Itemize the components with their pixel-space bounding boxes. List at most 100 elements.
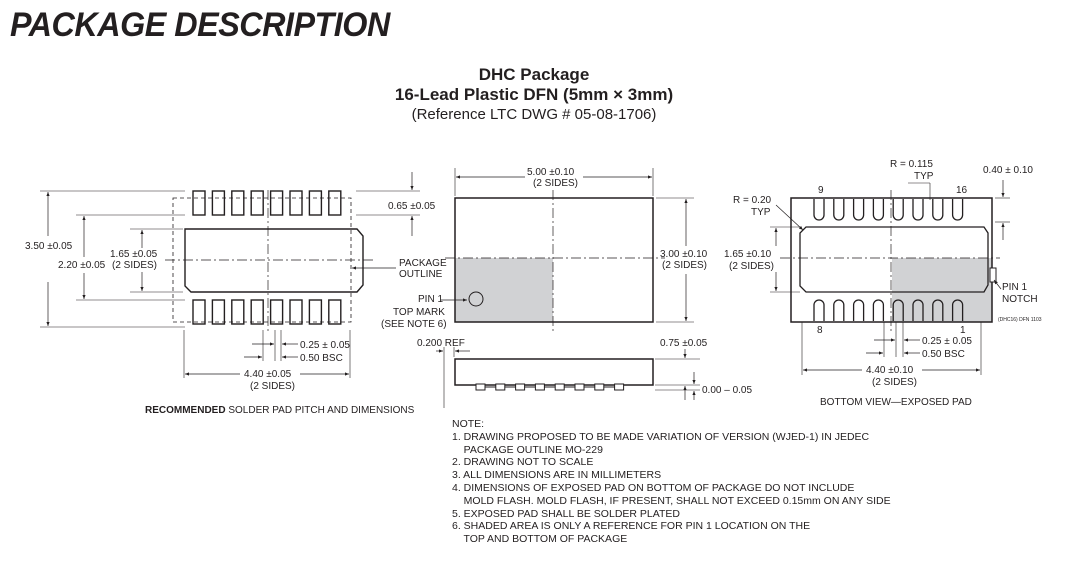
package-title: DHC Package 16-Lead Plastic DFN (5mm × 3… [334,65,734,125]
side-view-leads [475,383,625,391]
dim-lead-radius-typ: TYP [914,171,934,182]
notes-block: NOTE: 1. DRAWING PROPOSED TO BE MADE VAR… [452,418,891,546]
bottom-view [770,180,1010,375]
side-lead [574,383,585,391]
dim-body-width: 3.00 ±0.10 [660,249,708,260]
top-view [436,168,700,408]
footprint-pad [289,190,303,216]
pin1-label-2: TOP MARK [393,307,445,318]
dim-exposed-sides: (2 SIDES) [112,260,157,271]
footprint-pad [250,299,264,325]
bottom-lead [813,299,825,321]
note-4b: MOLD FLASH. MOLD FLASH, IF PRESENT, SHAL… [452,494,891,507]
bottom-lead [813,199,825,221]
bottom-view-top-leads [813,199,964,221]
footprint-pad [231,299,245,325]
package-body-bottom [790,197,993,323]
pin1-mark-icon [468,291,484,307]
footprint-pad [211,299,226,325]
pin1-label-3: (SEE NOTE 6) [381,319,447,330]
footprint-pad [211,190,226,216]
pin1-label-1: PIN 1 [418,294,443,305]
footprint-pad [192,299,206,325]
note-6b: TOP AND BOTTOM OF PACKAGE [452,533,628,546]
package-type: 16-Lead Plastic DFN (5mm × 3mm) [394,85,674,104]
pin-label-16: 16 [956,185,968,196]
side-lead [515,383,526,391]
dim-body-length-sides: (2 SIDES) [533,178,578,189]
dim-lead-pitch: 0.50 BSC [922,349,965,360]
package-outline-label-1: PACKAGE [399,258,447,269]
pin1-shaded-area [455,258,553,322]
notch-label-2: NOTCH [1002,294,1038,305]
dim-lead-width: 0.25 ± 0.05 [922,336,972,347]
notes-header: NOTE: [452,418,485,430]
dim-lead-length: 0.40 ± 0.10 [983,165,1033,176]
dim-pad-width: 0.25 ± 0.05 [300,340,350,351]
dim-exposed-width: 1.65 ±0.05 [110,249,158,260]
dim-pad-radius: R = 0.20 [733,195,772,206]
bottom-lead [951,199,964,221]
exposed-pad-footprint [184,228,364,293]
footprint-pad [269,190,284,216]
side-lead [614,383,625,391]
note-1b: PACKAGE OUTLINE MO-229 [452,443,603,456]
dim-body-width-sides: (2 SIDES) [662,260,707,271]
dim-pad-span: 2.20 ±0.05 [58,260,106,271]
footprint-pad [269,299,284,325]
bottom-lead [852,299,865,321]
dim-pad-length: 0.65 ±0.05 [388,201,436,212]
pin-label-9: 9 [818,185,824,196]
package-outline-label-2: OUTLINE [399,269,443,280]
bottom-lead [932,299,944,321]
bottom-lead [872,199,885,221]
footprint-caption-bold: RECOMMENDED [145,405,226,416]
bottom-lead [892,299,904,321]
package-body-side [454,358,654,386]
bottom-view-caption: BOTTOM VIEW—EXPOSED PAD [820,397,972,408]
dim-standoff: 0.00 – 0.05 [702,385,752,396]
side-lead [475,383,486,391]
footprint-pad [328,190,342,216]
bottom-shaded-area [892,258,992,322]
dim-exposed-pad-width: 1.65 ±0.10 [724,249,772,260]
bottom-lead [833,199,845,221]
dim-lead-row-length: 4.40 ±0.10 [866,365,914,376]
dim-body-length: 5.00 ±0.10 [527,167,575,178]
solder-footprint [40,172,420,378]
page-heading: PACKAGE DESCRIPTION [10,6,390,44]
dim-lead-ref: 0.200 REF [417,338,465,349]
note-5: 5. EXPOSED PAD SHALL BE SOLDER PLATED [452,507,680,520]
footprint-pad [250,190,264,216]
footprint-pad [328,299,342,325]
dim-exposed-pad-sides: (2 SIDES) [729,261,774,272]
side-lead [495,383,506,391]
footprint-pad [231,190,245,216]
footprint-pad [308,190,323,216]
package-body-top [454,197,654,323]
bottom-lead [912,299,924,321]
footprint-caption: RECOMMENDED SOLDER PAD PITCH AND DIMENSI… [145,405,415,416]
package-name: DHC Package [478,65,590,84]
bottom-lead [872,299,885,321]
dim-pad-radius-typ: TYP [751,207,771,218]
dim-total-width: 3.50 ±0.05 [25,241,73,252]
reference-drawing: (Reference LTC DWG # 05-08-1706) [411,106,657,123]
side-lead [534,383,545,391]
note-3: 3. ALL DIMENSIONS ARE IN MILLIMETERS [452,469,662,482]
footprint-labels: 3.50 ±0.05 2.20 ±0.05 1.65 ±0.05 (2 SIDE… [25,201,447,416]
footprint-pad [289,299,303,325]
dim-lead-radius: R = 0.115 [890,159,933,170]
bottom-lead [932,199,944,221]
bottom-view-labels: R = 0.115 TYP R = 0.20 TYP 0.40 ± 0.10 9… [724,159,1042,408]
exposed-pad-bottom [799,226,989,293]
pin-label-1: 1 [960,325,966,336]
note-1a: 1. DRAWING PROPOSED TO BE MADE VARIATION… [452,430,870,443]
bottom-lead [833,299,845,321]
dim-pad-row-sides: (2 SIDES) [250,381,295,392]
notch-label-1: PIN 1 [1002,282,1027,293]
note-6a: 6. SHADED AREA IS ONLY A REFERENCE FOR P… [452,520,811,533]
side-lead [594,383,605,391]
bottom-lead [951,299,964,321]
